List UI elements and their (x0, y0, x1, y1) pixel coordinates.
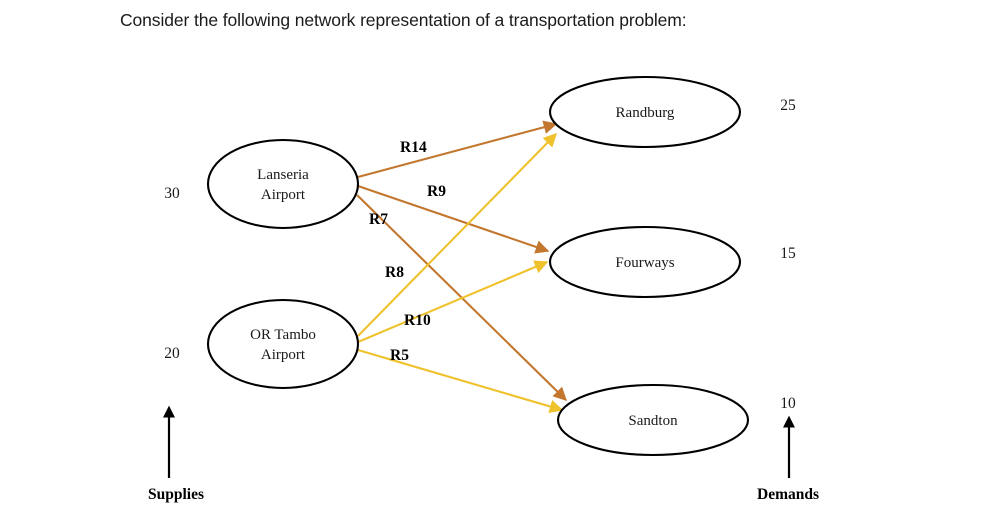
supplies-caption: Supplies (148, 486, 204, 503)
node-ellipse (556, 383, 750, 457)
arc-lanseria-fourways (357, 185, 550, 254)
demand-amount-randburg: 25 (780, 97, 796, 114)
node-label-line1: OR Tambo (250, 327, 316, 343)
node-ellipse (548, 225, 742, 299)
arc-label-r5: R5 (390, 347, 409, 364)
supply-amount-or-tambo: 20 (164, 345, 180, 362)
node-label-line1: Lanseria (257, 167, 309, 183)
arc-label-r8: R8 (385, 264, 404, 281)
node-ellipse (548, 75, 742, 149)
node-or-tambo-airport[interactable]: OR Tambo Airport (206, 298, 360, 390)
arc-ortambo-randburg (357, 133, 557, 337)
arc-label-r14: R14 (400, 139, 427, 156)
arc-ortambo-sandton (357, 348, 564, 414)
node-lanseria-airport[interactable]: Lanseria Airport (206, 138, 360, 230)
node-fourways[interactable]: Fourways (548, 225, 742, 299)
arc-lanseria-randburg (357, 120, 558, 179)
node-label-line2: Airport (261, 347, 306, 363)
demands-axis: Demands (757, 415, 819, 503)
node-randburg[interactable]: Randburg (548, 75, 742, 149)
arc-label-group: R14 R9 R7 R8 R10 R5 (369, 139, 446, 364)
node-ellipse (206, 298, 360, 390)
node-ellipse (206, 138, 360, 230)
node-label: Fourways (615, 255, 674, 271)
node-label-line2: Airport (261, 187, 306, 203)
arc-label-r9: R9 (427, 183, 446, 200)
demand-amount-sandton: 10 (780, 395, 796, 412)
arc-label-r10: R10 (404, 312, 431, 329)
supply-amount-lanseria: 30 (164, 185, 180, 202)
arc-ortambo-fourways (357, 260, 549, 343)
node-sandton[interactable]: Sandton (556, 383, 750, 457)
node-label: Randburg (616, 105, 675, 121)
demand-amount-fourways: 15 (780, 245, 796, 262)
page-title: Consider the following network represent… (120, 10, 687, 30)
demands-caption: Demands (757, 486, 819, 503)
arc-group (356, 120, 567, 414)
node-label: Sandton (628, 413, 678, 429)
arc-label-r7: R7 (369, 211, 388, 228)
supplies-axis: Supplies (148, 405, 204, 503)
